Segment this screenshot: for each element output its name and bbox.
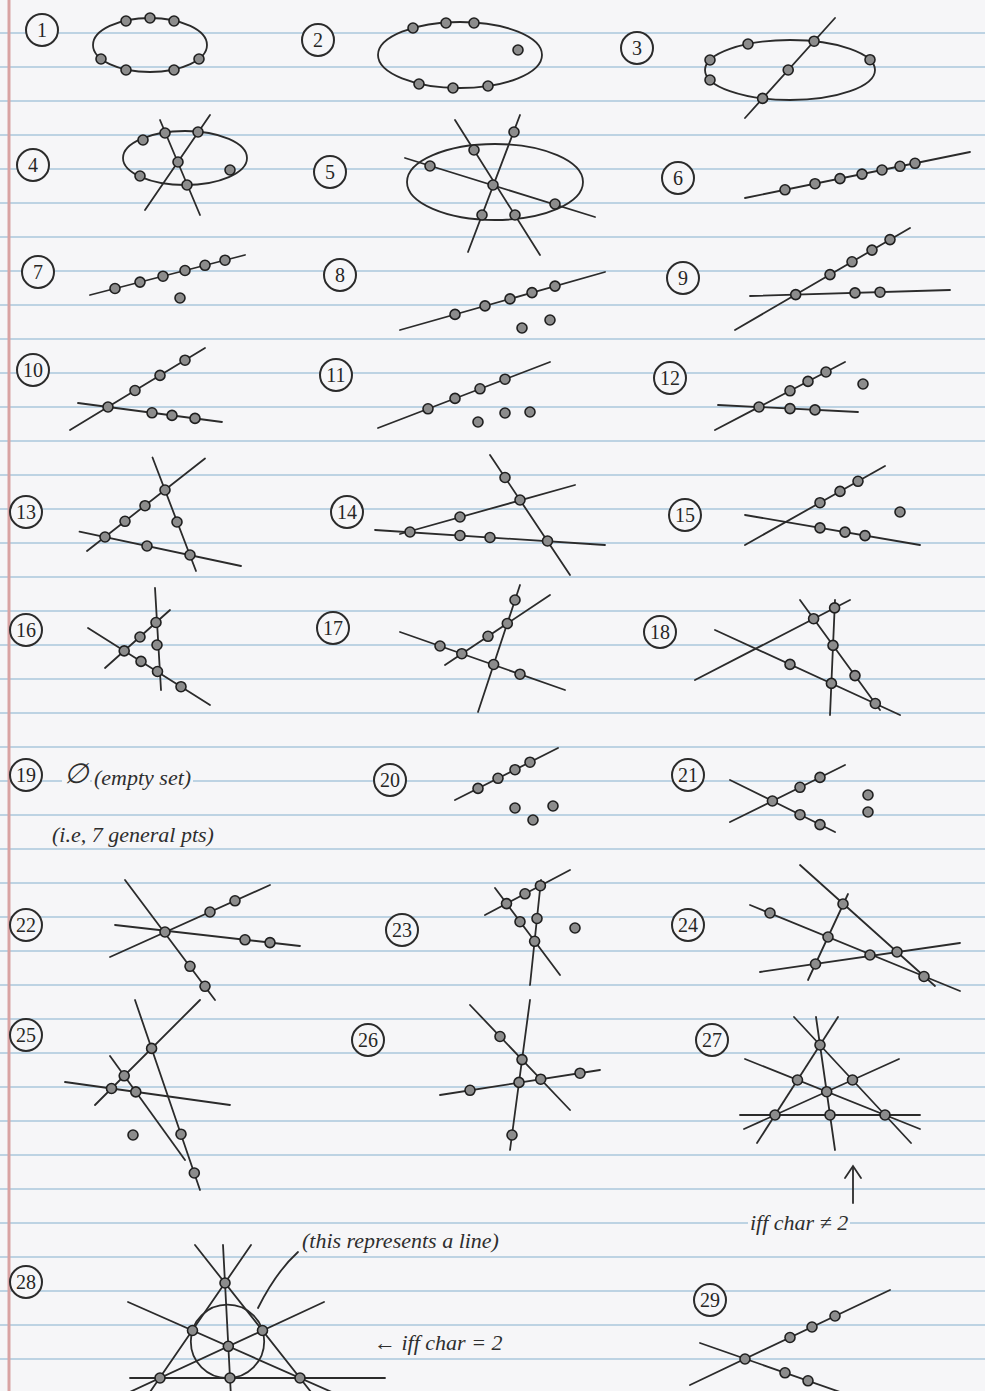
figure-23 [485,870,580,985]
figure-number: 28 [16,1272,36,1292]
handwritten-note: iff char ≠ 2 [748,1210,850,1235]
circled-number: 29 [693,1283,727,1317]
handwritten-note: (i.e, 7 general pts) [50,822,216,847]
figure-number: 5 [325,162,335,182]
figure-27 [740,1017,920,1150]
figure-number: 10 [23,360,43,380]
figure-1 [93,13,207,75]
figure-number: 27 [702,1030,722,1050]
figure-number: 18 [650,622,670,642]
circled-number: 23 [385,913,419,947]
figure-10 [70,348,222,430]
circled-number: 3 [620,31,654,65]
circled-number: 4 [16,148,50,182]
figure-number: 3 [632,38,642,58]
circled-number: 19 [9,758,43,792]
circled-number: 16 [9,613,43,647]
figure-number: 19 [16,765,36,785]
figure-2 [378,18,542,93]
circled-number: 22 [9,908,43,942]
circled-number: 27 [695,1023,729,1057]
figure-5 [405,115,595,255]
circled-number: 18 [643,615,677,649]
figure-number: 21 [678,765,698,785]
figure-28 [119,1245,385,1391]
figure-number: 8 [335,265,345,285]
circled-number: 7 [21,255,55,289]
figure-number: 29 [700,1290,720,1310]
figure-number: 17 [323,618,343,638]
circled-number: 11 [319,358,353,392]
figure-22 [110,880,300,1000]
circled-number: 12 [653,361,687,395]
figure-number: 25 [16,1025,36,1045]
figure-12 [715,362,868,430]
circled-number: 26 [351,1023,385,1057]
circled-number: 1 [25,13,59,47]
figure-8 [400,272,605,333]
figure-number: 23 [392,920,412,940]
figure-number: 2 [313,30,323,50]
figure-18 [695,600,900,715]
figure-26 [440,1000,600,1150]
figure-number: 20 [380,770,400,790]
figure-number: 15 [675,505,695,525]
circled-number: 21 [671,758,705,792]
circled-number: 28 [9,1265,43,1299]
figure-7 [90,255,245,303]
circled-number: 6 [661,161,695,195]
circled-number: 24 [671,908,705,942]
circled-number: 9 [666,261,700,295]
handwritten-note: (empty set) [92,765,193,790]
figure-4 [123,115,247,215]
figure-number: 22 [16,915,36,935]
figure-number: 24 [678,915,698,935]
figure-number: 16 [16,620,36,640]
circled-number: 13 [9,495,43,529]
figure-21 [730,765,873,832]
handwritten-note: (this represents a line) [300,1228,501,1253]
figure-number: 7 [33,262,43,282]
leader-line [258,1252,298,1308]
figure-number: 13 [16,502,36,522]
circled-number: 17 [316,611,350,645]
circled-number: 15 [668,498,702,532]
figure-number: 4 [28,155,38,175]
figure-17 [400,585,565,712]
handwritten-note: ∅ [62,758,90,790]
circled-number: 5 [313,155,347,189]
figure-number: 26 [358,1030,378,1050]
circled-number: 25 [9,1018,43,1052]
figure-16 [88,588,210,705]
figure-3 [705,18,875,118]
figure-15 [745,466,920,545]
figure-25 [65,1000,230,1190]
handwritten-note: ← iff char = 2 [372,1330,505,1355]
circled-number: 2 [301,23,335,57]
figure-number: 12 [660,368,680,388]
pointer-arrow [845,1166,861,1203]
figure-number: 14 [337,502,357,522]
figure-6 [745,152,970,198]
figure-14 [375,455,605,575]
figure-24 [750,865,960,991]
circled-number: 8 [323,258,357,292]
circled-number: 14 [330,495,364,529]
figure-9 [735,228,950,330]
figure-13 [80,458,242,572]
circled-number: 20 [373,763,407,797]
figure-11 [378,362,550,428]
figure-number: 9 [678,268,688,288]
figure-number: 11 [326,365,345,385]
figure-number: 1 [37,20,47,40]
figure-20 [455,748,558,825]
circled-number: 10 [16,353,50,387]
figure-number: 6 [673,168,683,188]
margin-line [8,0,11,1391]
